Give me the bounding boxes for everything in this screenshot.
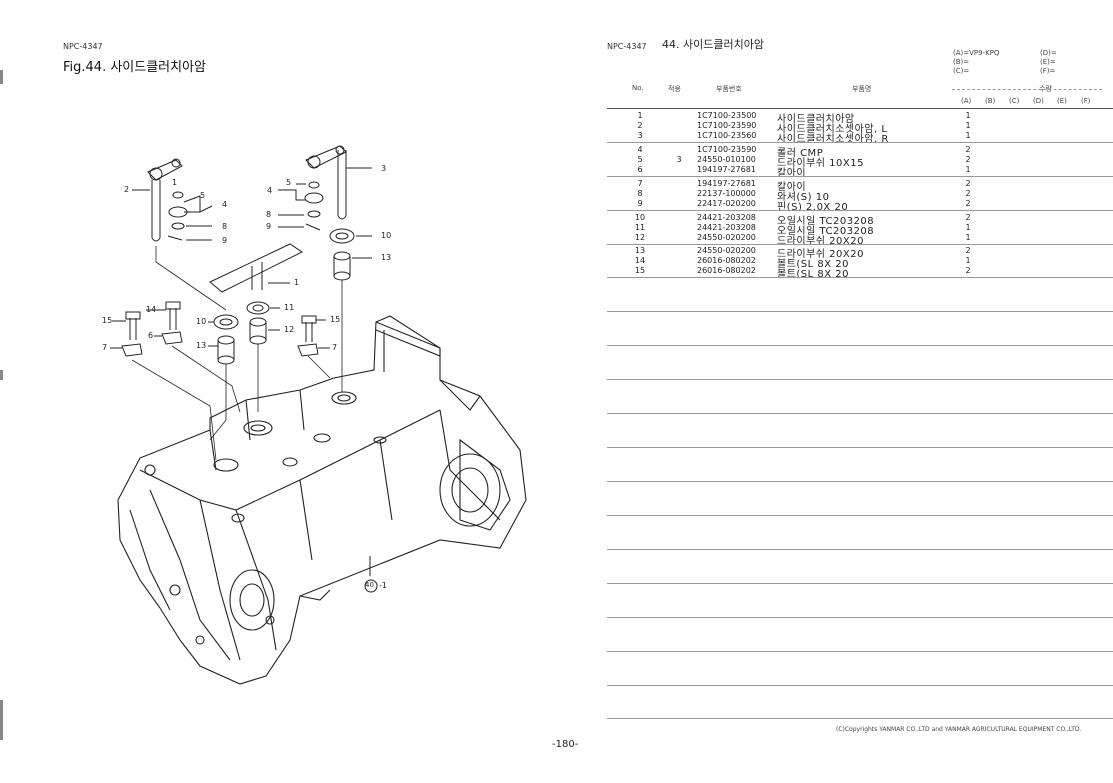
section-title: 44. 사이드클러치아암 bbox=[662, 38, 764, 51]
empty-rule bbox=[607, 481, 1113, 482]
row-group-rule bbox=[607, 142, 1113, 143]
callout-11: 11 bbox=[284, 303, 295, 312]
empty-rule bbox=[607, 583, 1113, 584]
housing-ref-number: 40 bbox=[365, 581, 374, 589]
plate bbox=[209, 243, 303, 293]
right-npc-code: NPC-4347 bbox=[607, 42, 647, 51]
model-code-e: (E)= bbox=[1040, 58, 1056, 66]
empty-rule bbox=[607, 549, 1113, 550]
callout-7-right: 7 bbox=[332, 343, 338, 352]
callout-3: 3 bbox=[381, 164, 387, 173]
row-group-rule bbox=[607, 277, 1113, 278]
callout-15: 15 bbox=[102, 316, 113, 325]
callout-4: 4 bbox=[222, 200, 228, 209]
callout-1: 1 bbox=[294, 278, 300, 287]
left-npc-code: NPC-4347 bbox=[63, 42, 103, 51]
callout-10: 10 bbox=[196, 317, 207, 326]
margin-mark bbox=[0, 700, 3, 740]
model-code-c: (C)= bbox=[953, 67, 970, 75]
header-part-no: 부품번호 bbox=[716, 85, 742, 93]
side-clutch-arm-right bbox=[305, 145, 347, 169]
empty-rule bbox=[607, 515, 1113, 516]
copyright: (C)Copyrights YANMAR CO.,LTD and YANMAR … bbox=[836, 726, 1082, 733]
callout-8-right: 8 bbox=[266, 210, 272, 219]
callout-9-right: 9 bbox=[266, 222, 272, 231]
callout-13-right: 13 bbox=[381, 253, 392, 262]
header-col-a: (A) bbox=[961, 97, 972, 105]
transmission-housing bbox=[117, 315, 527, 685]
header-no: No. bbox=[632, 84, 644, 92]
empty-rule bbox=[607, 685, 1113, 686]
empty-rule bbox=[607, 718, 1113, 719]
housing-ref-suffix: -1 bbox=[379, 581, 387, 590]
model-code-d: (D)= bbox=[1040, 49, 1057, 57]
margin-mark bbox=[0, 370, 3, 380]
empty-rule bbox=[607, 345, 1113, 346]
header-ref: 적용 bbox=[668, 85, 681, 93]
header-col-c: (C) bbox=[1009, 97, 1020, 105]
empty-rule bbox=[607, 311, 1113, 312]
empty-rule bbox=[607, 447, 1113, 448]
callout-12: 12 bbox=[284, 325, 295, 334]
model-code-f: (F)= bbox=[1040, 67, 1056, 75]
callout-5: 5 bbox=[200, 191, 206, 200]
page-number: -180- bbox=[552, 739, 579, 750]
exploded-parts-diagram bbox=[110, 145, 527, 685]
empty-rule bbox=[607, 413, 1113, 414]
figure-title: Fig.44. 사이드클러치아암 bbox=[63, 60, 207, 75]
callout-7: 7 bbox=[102, 343, 108, 352]
side-clutch-arm-left bbox=[147, 159, 183, 181]
header-rule bbox=[607, 108, 1113, 109]
callout-6: 6 bbox=[148, 331, 154, 340]
callout-13: 13 bbox=[196, 341, 207, 350]
callout-4-right: 4 bbox=[267, 186, 273, 195]
empty-rule bbox=[607, 651, 1113, 652]
callout-10-right: 10 bbox=[381, 231, 392, 240]
header-col-e: (E) bbox=[1057, 97, 1067, 105]
callout-2: 2 bbox=[124, 185, 130, 194]
header-col-b: (B) bbox=[985, 97, 996, 105]
model-code-a: (A)=VP9-KPQ bbox=[953, 49, 1000, 57]
row-group-rule bbox=[607, 176, 1113, 177]
callout-5-right: 5 bbox=[286, 178, 292, 187]
empty-rule bbox=[607, 617, 1113, 618]
qty-divider bbox=[952, 89, 1102, 91]
model-code-b: (B)= bbox=[953, 58, 970, 66]
header-col-d: (D) bbox=[1033, 97, 1044, 105]
callout-14: 14 bbox=[146, 305, 157, 314]
callout-15-right: 15 bbox=[330, 315, 341, 324]
header-part-name: 부품명 bbox=[852, 85, 872, 93]
row-group-rule bbox=[607, 244, 1113, 245]
margin-mark bbox=[0, 70, 3, 84]
callout-9: 9 bbox=[222, 236, 228, 245]
row-group-rule bbox=[607, 210, 1113, 211]
callout-1-upper: 1 bbox=[172, 178, 178, 187]
callout-8: 8 bbox=[222, 222, 228, 231]
header-col-f: (F) bbox=[1081, 97, 1091, 105]
empty-rule bbox=[607, 379, 1113, 380]
